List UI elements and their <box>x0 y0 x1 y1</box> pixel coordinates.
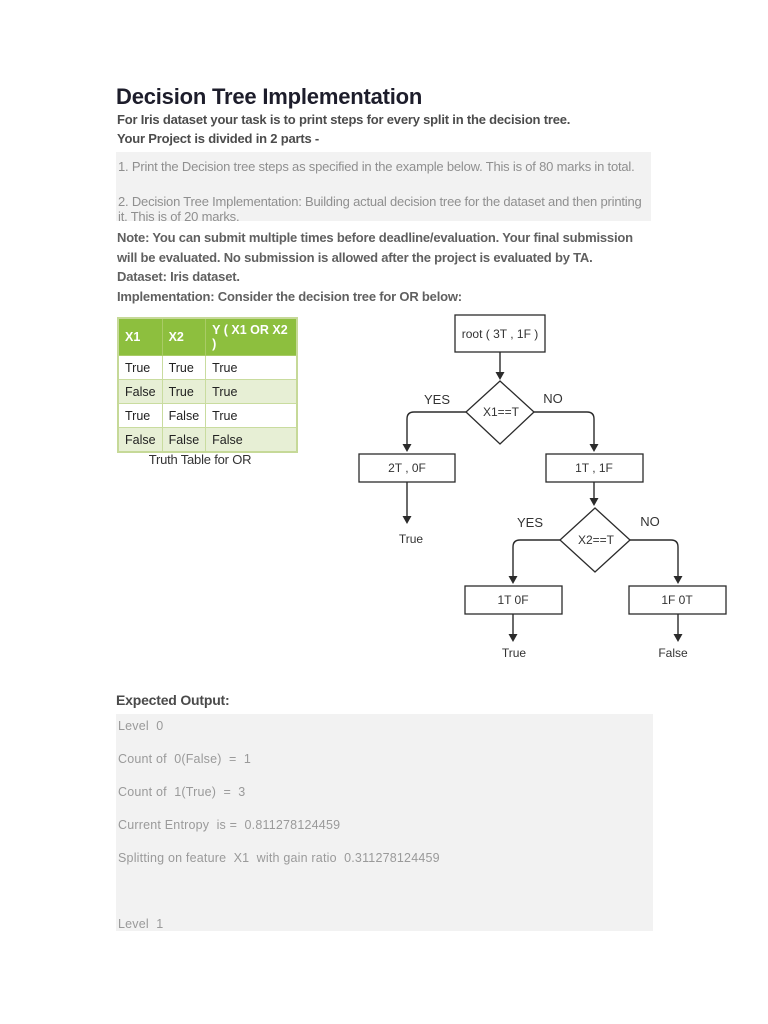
arrowhead <box>402 444 412 452</box>
decision2-yes-label: YES <box>517 515 543 530</box>
cell: True <box>117 403 163 428</box>
arrowhead <box>508 634 518 642</box>
arrowhead <box>673 576 683 584</box>
arrowhead <box>589 444 599 452</box>
leaf-left2-label: True <box>502 646 527 660</box>
cell: False <box>205 427 298 453</box>
cell: True <box>117 355 163 380</box>
arrowhead <box>589 498 599 506</box>
header-x2: X2 <box>161 317 207 356</box>
decision-tree-flowchart: root ( 3T , 1F ) X1==T YES NO 2T , 0F 1T… <box>358 314 727 660</box>
cell: True <box>161 355 207 380</box>
part-1-text: 1. Print the Decision tree steps as spec… <box>118 159 635 174</box>
decision1-yes-label: YES <box>424 392 450 407</box>
intro-parts-line: Your Project is divided in 2 parts - <box>117 131 320 146</box>
note-block: Note: You can submit multiple times befo… <box>117 228 697 306</box>
dataset-line: Dataset: Iris dataset. <box>117 269 240 284</box>
leaf-right2-label: False <box>658 646 688 660</box>
cell: False <box>117 427 163 453</box>
cell: True <box>161 379 207 404</box>
node-right2-box <box>628 585 727 615</box>
node-right2-label: 1F 0T <box>661 593 693 607</box>
table-row: False False False <box>117 427 298 453</box>
truth-table-caption: Truth Table for OR <box>148 452 252 467</box>
expected-output-box: Level 0 Count of 0(False) = 1 Count of 1… <box>116 714 653 931</box>
node-left2-label: 1T 0F <box>497 593 528 607</box>
table-row: True False True <box>117 403 298 428</box>
node-left1-label: 2T , 0F <box>388 461 426 475</box>
root-node-box <box>454 314 546 353</box>
header-y: Y ( X1 OR X2 ) <box>205 317 298 356</box>
decision1-label: X1==T <box>483 405 520 419</box>
intro-task-line: For Iris dataset your task is to print s… <box>117 112 571 127</box>
connector <box>630 539 679 577</box>
cell: True <box>205 379 298 404</box>
decision1-no-label: NO <box>543 391 563 406</box>
implementation-line: Implementation: Consider the decision tr… <box>117 288 462 304</box>
arrowhead <box>402 516 412 524</box>
part-2-text: 2. Decision Tree Implementation: Buildin… <box>118 194 642 224</box>
decision2-diamond <box>559 507 631 573</box>
connector <box>534 411 595 445</box>
note-line-1: Note: You can submit multiple times befo… <box>117 230 633 245</box>
cell: True <box>205 403 298 428</box>
truth-table-header-row: X1 X2 Y ( X1 OR X2 ) <box>117 317 298 356</box>
cell: False <box>161 403 207 428</box>
note-line-2: will be evaluated. No submission is allo… <box>117 249 593 265</box>
connector <box>512 539 560 577</box>
leaf-left1-label: True <box>399 532 424 546</box>
table-row: False True True <box>117 379 298 404</box>
arrowhead <box>508 576 518 584</box>
page-title: Decision Tree Implementation <box>116 84 423 109</box>
expected-output-text: Level 0 Count of 0(False) = 1 Count of 1… <box>118 719 440 931</box>
arrowhead <box>673 634 683 642</box>
expected-output-heading: Expected Output: <box>116 692 230 708</box>
table-row: True True True <box>117 355 298 380</box>
decision2-no-label: NO <box>640 514 660 529</box>
node-left1-box <box>358 453 456 483</box>
connector <box>406 411 466 445</box>
cell: False <box>161 427 207 453</box>
arrowhead <box>495 372 505 380</box>
node-left2-box <box>464 585 563 615</box>
decision1-diamond <box>465 380 535 445</box>
root-node-label: root ( 3T , 1F ) <box>462 327 538 341</box>
decision2-label: X2==T <box>578 533 615 547</box>
cell: False <box>117 379 163 404</box>
header-x1: X1 <box>117 317 163 356</box>
cell: True <box>205 355 298 380</box>
parts-instruction-box: 1. Print the Decision tree steps as spec… <box>116 152 651 224</box>
truth-table: X1 X2 Y ( X1 OR X2 ) True True True Fals… <box>117 317 299 453</box>
node-right1-label: 1T , 1F <box>575 461 613 475</box>
